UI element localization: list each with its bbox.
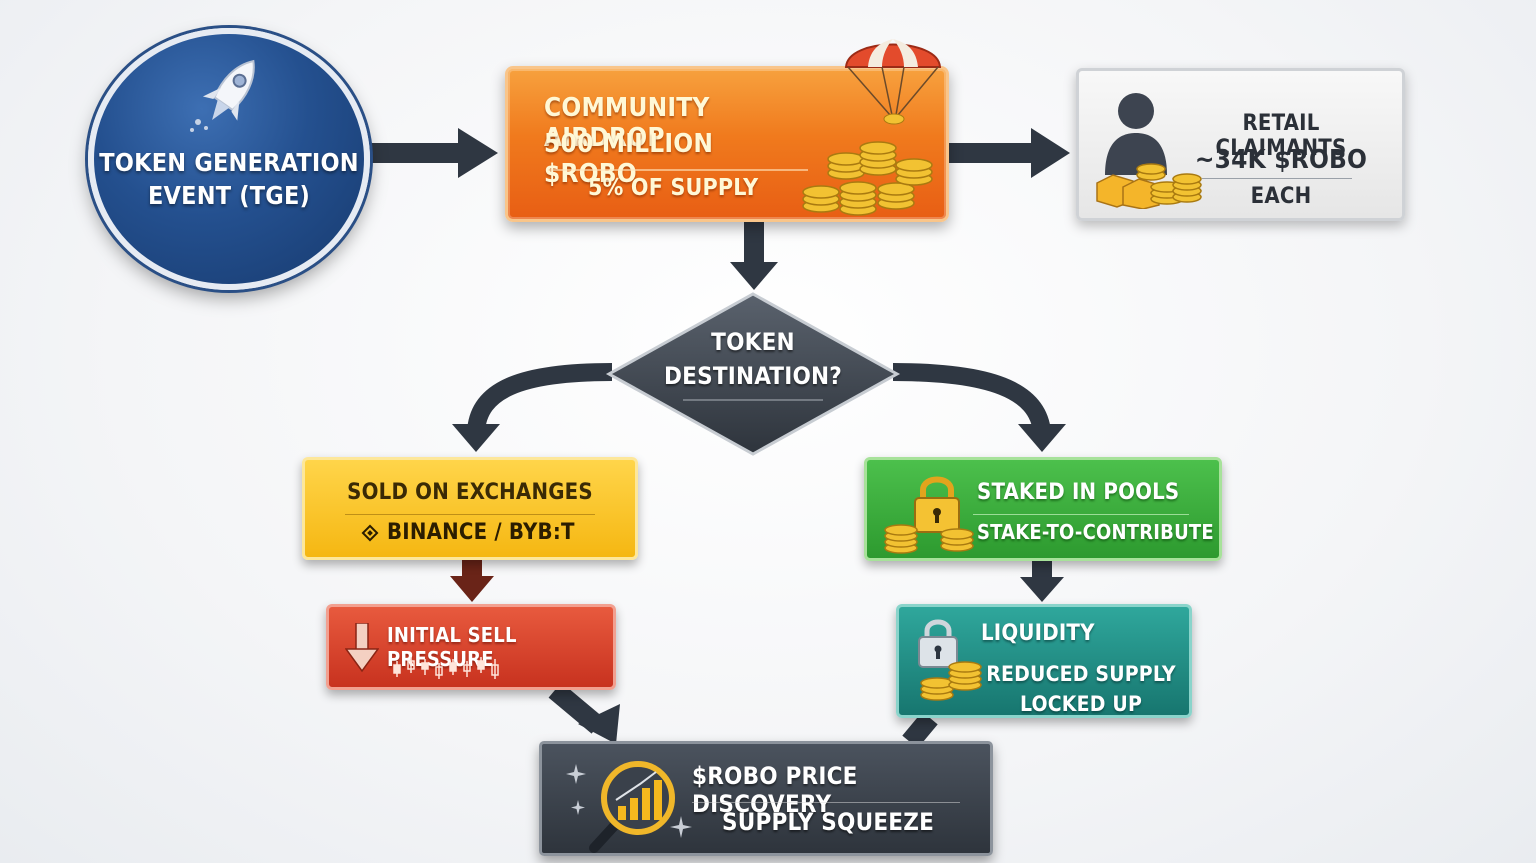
staked-title: STAKED IN POOLS bbox=[977, 480, 1180, 505]
arrow-airdrop-to-decision bbox=[730, 222, 778, 290]
tge-line-1: TOKEN GENERATION bbox=[99, 148, 359, 177]
magnifier-chart-icon bbox=[589, 761, 675, 853]
liquidity-detail: REDUCED SUPPLY LOCKED UP bbox=[981, 659, 1181, 719]
decision-line-1: TOKEN bbox=[711, 328, 795, 356]
parachute-icon bbox=[844, 39, 942, 125]
price-divider bbox=[692, 802, 960, 803]
tge-node: TOKEN GENERATION EVENT (TGE) bbox=[88, 28, 370, 290]
binance-logo-icon bbox=[361, 524, 379, 542]
arrow-staked-to-liquidity bbox=[1020, 561, 1064, 602]
sold-node: SOLD ON EXCHANGES BINANCE / BYB:T bbox=[302, 457, 638, 560]
coin-stack-icon bbox=[802, 141, 933, 216]
decision-line-2: DESTINATION? bbox=[663, 362, 843, 390]
tge-line-2: EVENT (TGE) bbox=[147, 181, 311, 210]
price-subtitle: SUPPLY SQUEEZE bbox=[722, 808, 935, 836]
padlock-icon bbox=[918, 619, 958, 668]
retail-each: EACH bbox=[1250, 184, 1312, 209]
sold-divider bbox=[345, 514, 595, 515]
coin-stack-icon bbox=[920, 661, 982, 701]
retail-amount: ~34K $ROBO bbox=[1194, 145, 1368, 175]
arrow-sell-to-price-head bbox=[578, 704, 620, 744]
sold-exchanges: BINANCE / BYB:T bbox=[387, 520, 575, 545]
airdrop-divider bbox=[548, 169, 808, 171]
retail-divider bbox=[1202, 178, 1352, 179]
liquidity-line-3: LOCKED UP bbox=[1019, 692, 1142, 716]
liquidity-line-2: REDUCED SUPPLY bbox=[986, 662, 1176, 686]
coin-stack-icon bbox=[884, 524, 974, 554]
person-icon bbox=[1105, 93, 1167, 175]
arrow-liquidity-to-price bbox=[902, 711, 938, 749]
airdrop-share: 5% OF SUPPLY bbox=[588, 175, 759, 201]
sparkle-icon bbox=[670, 816, 692, 838]
candlestick-icon bbox=[393, 657, 499, 679]
sell-pressure-node: INITIAL SELL PRESSURE bbox=[326, 604, 616, 690]
staked-node: STAKED IN POOLS STAKE-TO-CONTRIBUTE bbox=[864, 457, 1222, 561]
airdrop-amount: 500 MILLION $ROBO bbox=[544, 129, 714, 189]
airdrop-title: COMMUNITY AIRDROP bbox=[544, 93, 710, 153]
staked-divider bbox=[973, 514, 1189, 515]
liquidity-node: LIQUIDITY REDUCED SUPPLY LOCKED UP bbox=[896, 604, 1192, 718]
arrow-tge-to-airdrop bbox=[370, 128, 498, 178]
arrow-airdrop-to-retail bbox=[949, 128, 1070, 178]
liquidity-title: LIQUIDITY bbox=[981, 621, 1095, 646]
gold-bars-icon bbox=[1096, 163, 1202, 209]
arrow-decision-to-staked bbox=[892, 363, 1051, 434]
rocket-icon bbox=[190, 59, 255, 132]
arrow-sold-to-sell bbox=[450, 560, 494, 602]
arrow-decision-to-staked-head bbox=[1018, 424, 1066, 452]
retail-title: RETAIL CLAIMANTS bbox=[1215, 111, 1347, 161]
price-discovery-node: $ROBO PRICE DISCOVERY SUPPLY SQUEEZE bbox=[539, 741, 993, 856]
down-arrow-icon bbox=[345, 623, 379, 673]
decision-diamond-shape bbox=[605, 292, 901, 456]
padlock-icon bbox=[914, 476, 960, 533]
decision-node: TOKEN DESTINATION? bbox=[605, 290, 901, 458]
price-title: $ROBO PRICE DISCOVERY bbox=[692, 762, 858, 818]
sparkle-icon bbox=[566, 764, 586, 815]
sold-title: SOLD ON EXCHANGES bbox=[347, 480, 593, 505]
retail-node: RETAIL CLAIMANTS ~34K $ROBO EACH bbox=[1076, 68, 1405, 221]
staked-subtitle: STAKE-TO-CONTRIBUTE bbox=[977, 520, 1214, 544]
airdrop-node: COMMUNITY AIRDROP 500 MILLION $ROBO 5% O… bbox=[505, 39, 949, 222]
arrow-decision-to-sold-head bbox=[452, 424, 500, 452]
arrow-decision-to-sold bbox=[467, 363, 613, 433]
